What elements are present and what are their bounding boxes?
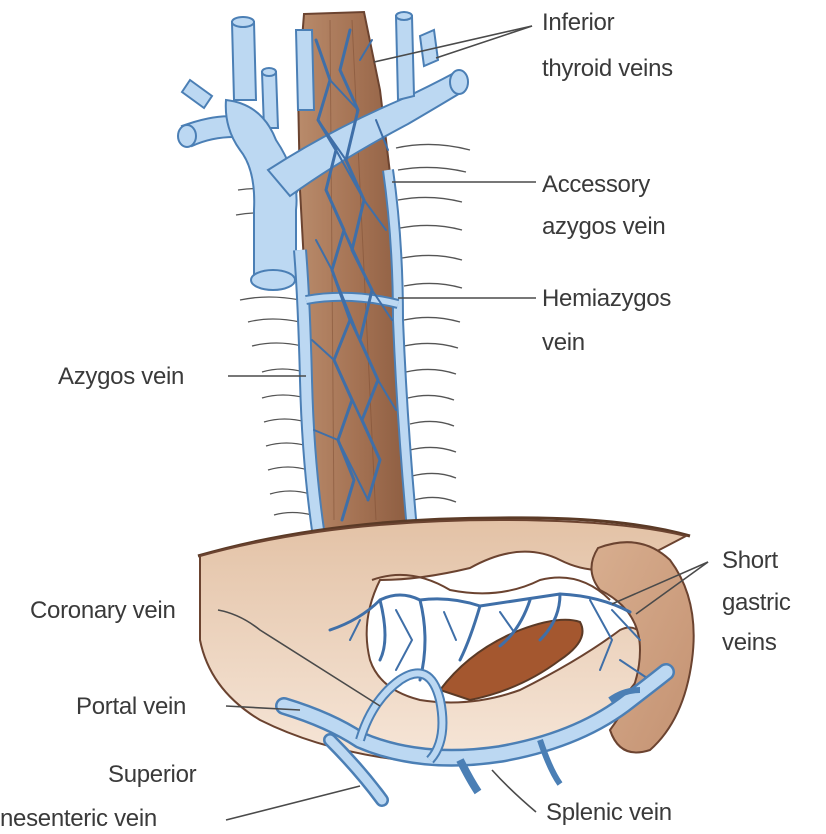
- label-azygos: Azygos vein: [58, 363, 184, 390]
- label-accessory-azygos-line2: azygos vein: [542, 213, 665, 240]
- label-portal: Portal vein: [76, 693, 186, 720]
- label-short-gastric-line3: veins: [722, 629, 777, 656]
- label-coronary: Coronary vein: [30, 597, 176, 624]
- label-short-gastric-line2: gastric: [722, 589, 791, 616]
- label-hemiazygos-line2: vein: [542, 329, 585, 356]
- label-accessory-azygos-line1: Accessory: [542, 171, 650, 198]
- leader-splenic: [492, 770, 536, 812]
- label-inferior-thyroid-line2: thyroid veins: [542, 55, 673, 82]
- label-splenic: Splenic vein: [546, 799, 672, 826]
- leader-inferior-thyroid-2: [436, 26, 532, 58]
- leader-superior-mesenteric: [226, 786, 360, 820]
- label-superior-mesenteric-line1: Superior: [108, 761, 197, 788]
- label-hemiazygos-line1: Hemiazygos: [542, 285, 671, 312]
- label-superior-mesenteric-line2: nesenteric vein: [0, 805, 157, 832]
- label-inferior-thyroid-line1: Inferior: [542, 9, 615, 36]
- label-short-gastric-line1: Short: [722, 547, 778, 574]
